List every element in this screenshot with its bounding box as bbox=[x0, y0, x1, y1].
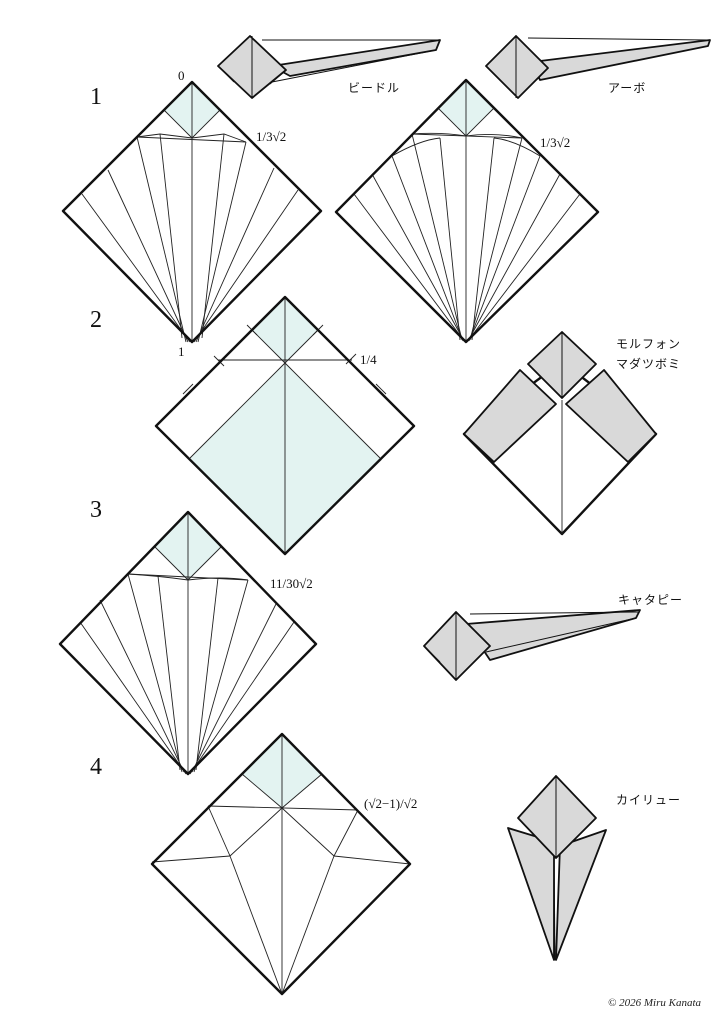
step-number-2: 2 bbox=[90, 307, 102, 333]
label-bellsprout: マダツボミ bbox=[616, 356, 681, 371]
step1-left-label-top: 0 bbox=[178, 68, 185, 83]
step4-creases bbox=[151, 734, 411, 995]
step2-creases bbox=[182, 297, 387, 554]
step1-left-creases bbox=[81, 82, 299, 343]
step4-crease-pattern bbox=[150, 732, 412, 996]
step2-label: 1/4 bbox=[360, 352, 377, 367]
step1-left-label-right: 1/3√2 bbox=[256, 129, 286, 144]
step4-label: (√2−1)/√2 bbox=[364, 796, 417, 811]
step1-left-label-bottom: 1 bbox=[178, 344, 185, 359]
step3-label: 11/30√2 bbox=[270, 576, 313, 591]
gloom-model bbox=[462, 331, 658, 536]
step-number-3: 3 bbox=[90, 497, 102, 523]
step-number-1: 1 bbox=[90, 84, 102, 110]
step-number-4: 4 bbox=[90, 754, 102, 780]
label-caterpie: キャタピー bbox=[618, 593, 683, 607]
step3-creases bbox=[79, 512, 295, 775]
beedrill-model bbox=[217, 35, 441, 99]
step1-right-label: 1/3√2 bbox=[540, 135, 570, 150]
label-beedrill: ビードル bbox=[348, 81, 400, 95]
step2-crease-pattern bbox=[154, 295, 416, 556]
ekans-model bbox=[485, 35, 711, 99]
dragonite-model bbox=[507, 775, 607, 961]
label-venomoth: モルフォン bbox=[616, 337, 681, 351]
step3-crease-pattern bbox=[58, 510, 318, 776]
step1-left-crease-pattern bbox=[61, 80, 323, 344]
credit-text: © 2026 Miru Kanata bbox=[608, 997, 702, 1009]
caterpie-model bbox=[423, 609, 641, 681]
label-ekans: アーボ bbox=[608, 81, 646, 95]
label-dragonite: カイリュー bbox=[616, 793, 681, 807]
step1-right-crease-pattern bbox=[334, 78, 600, 344]
step1-right-creases bbox=[353, 80, 581, 343]
